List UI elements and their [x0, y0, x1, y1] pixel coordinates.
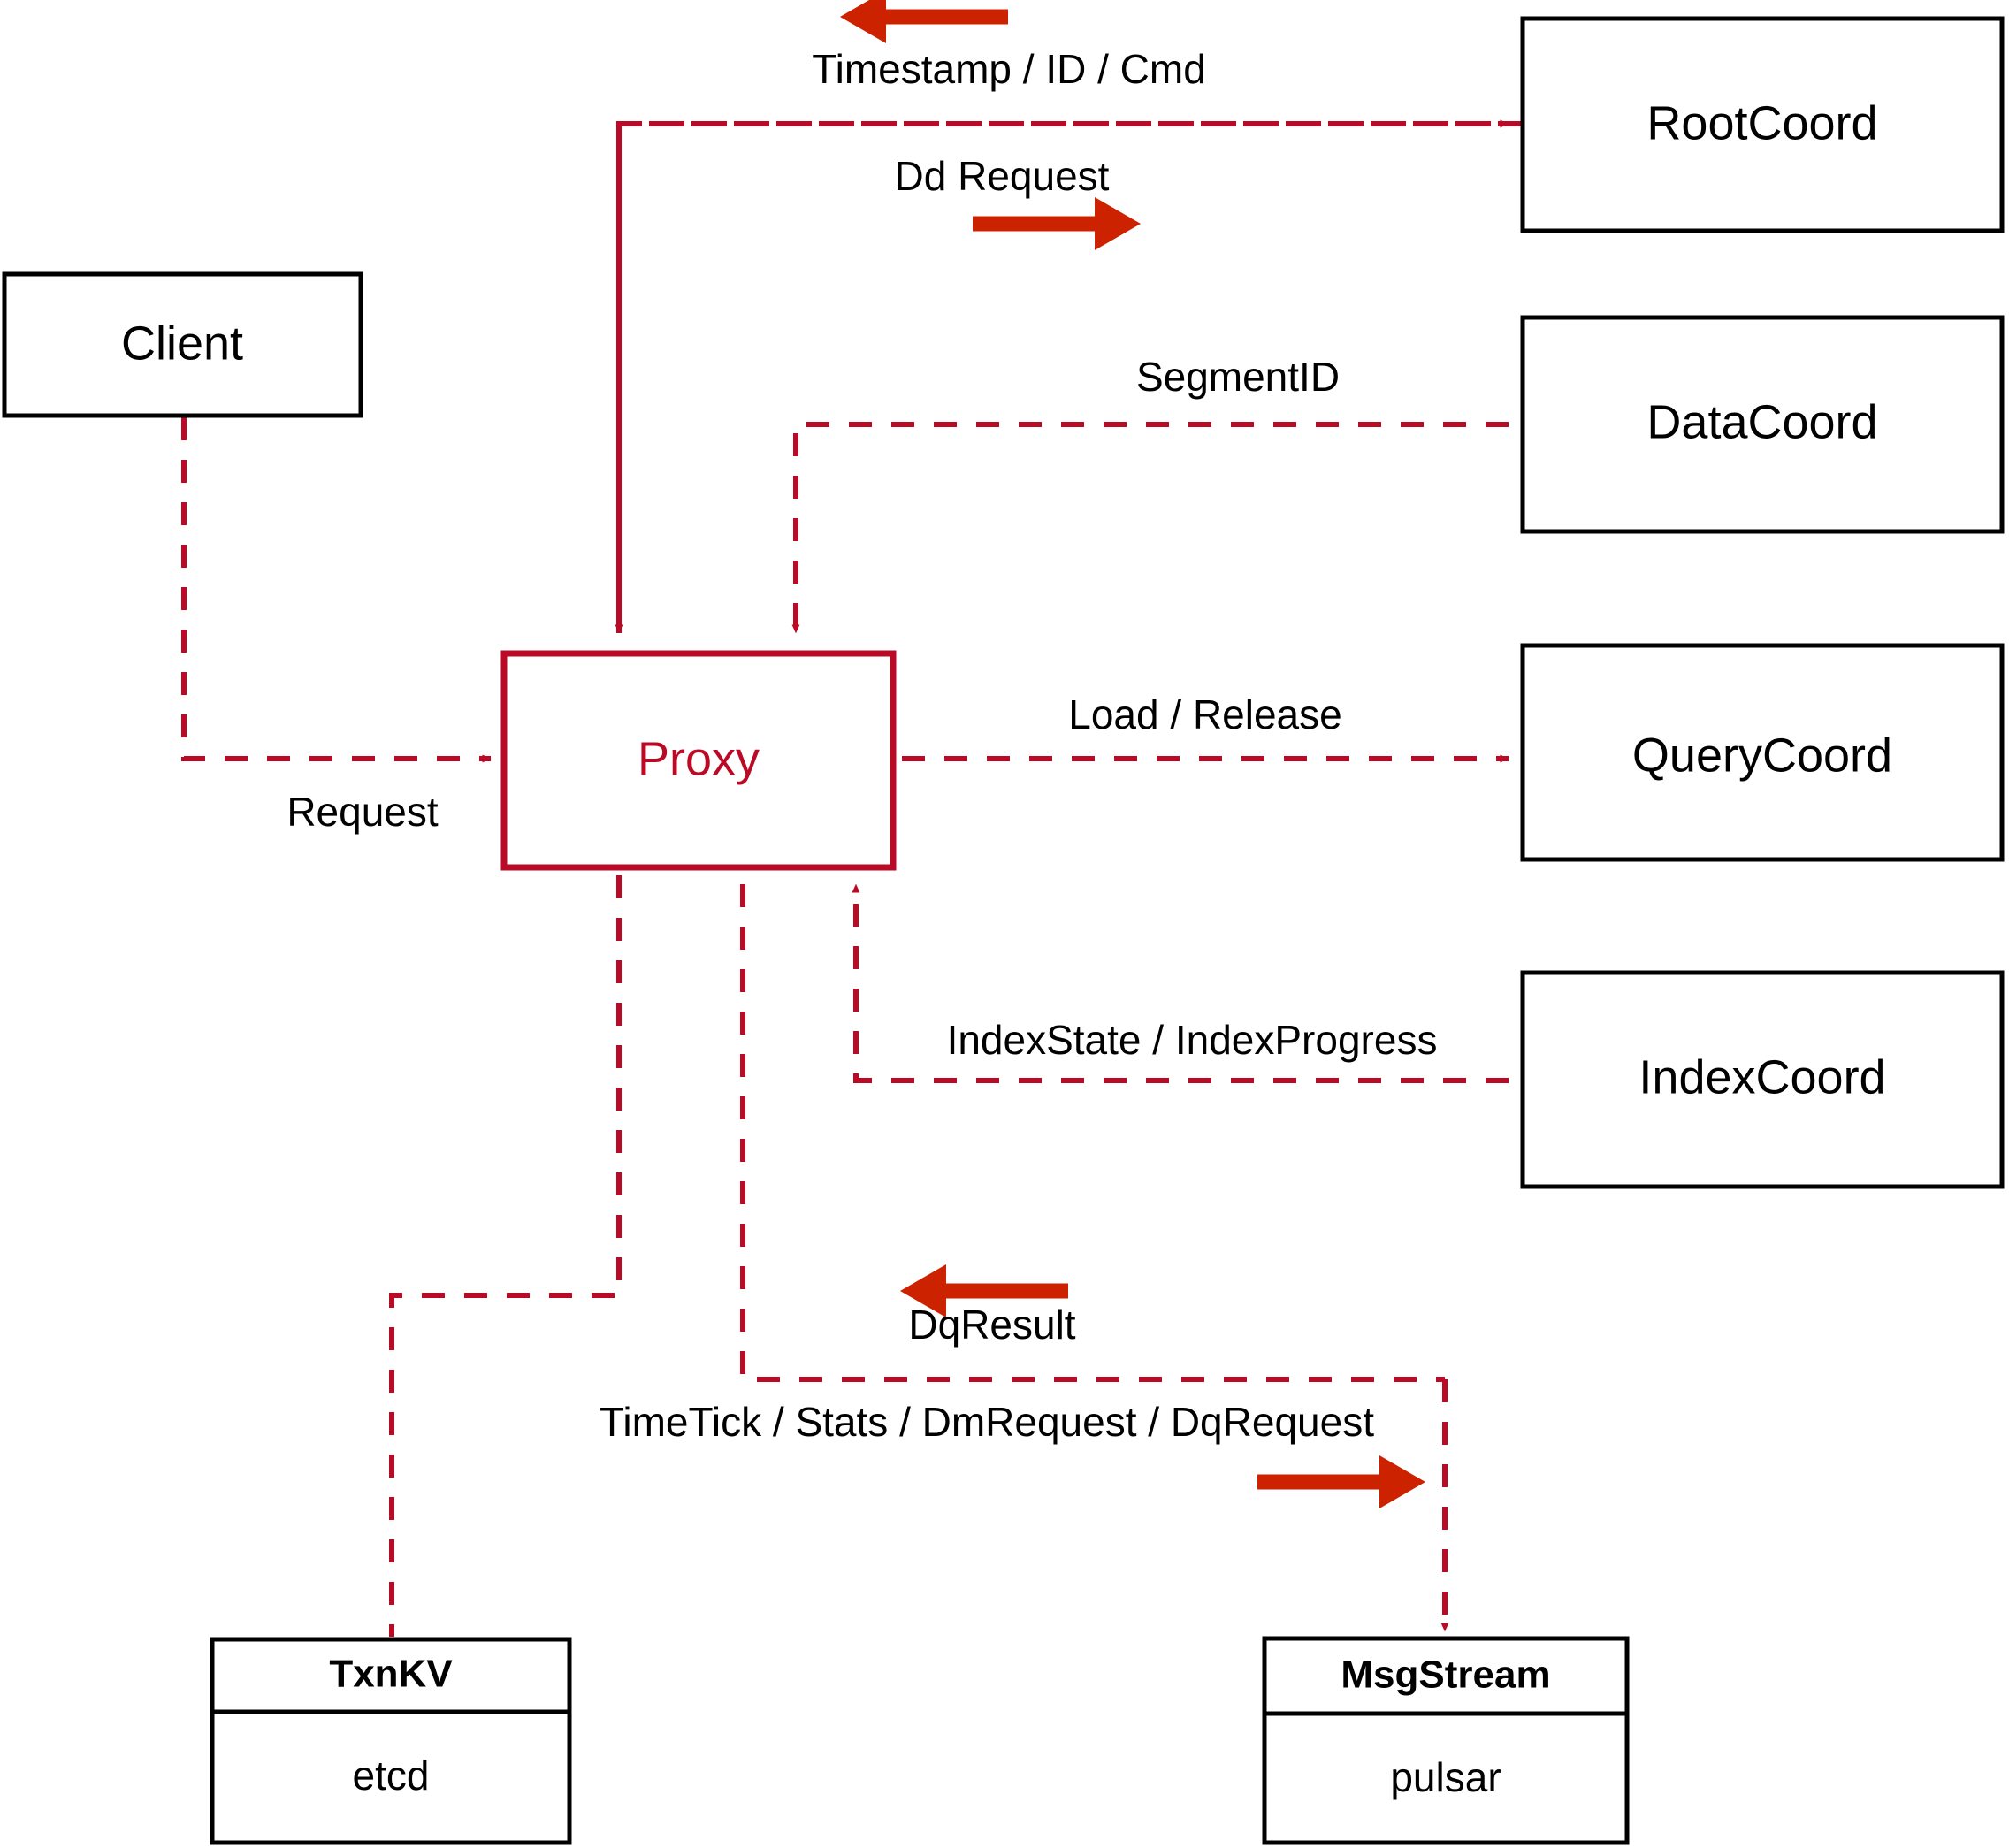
edge-index-state — [852, 883, 1509, 1083]
edge-label-dd-request: Dd Request — [895, 153, 1110, 199]
query-coord-box[interactable] — [1520, 643, 2005, 862]
edge-label-segment-id: SegmentID — [1136, 354, 1340, 400]
node-index-coord[interactable]: IndexCoord — [1520, 970, 2005, 1189]
edge-label-timestamp: Timestamp / ID / Cmd — [812, 46, 1206, 92]
edge-label-request: Request — [286, 789, 439, 835]
direction-arrow-dq-result — [900, 1264, 1068, 1317]
msgstream-box[interactable] — [1262, 1636, 1630, 1845]
index-coord-box[interactable] — [1520, 970, 2005, 1189]
client-label: Client — [121, 317, 243, 370]
edge-proxy-txnkv — [389, 875, 622, 1637]
edge-label-index-state: IndexState / IndexProgress — [947, 1017, 1438, 1063]
root-coord-label: RootCoord — [1646, 96, 1877, 149]
edge-label-timetick: TimeTick / Stats / DmRequest / DqRequest — [600, 1399, 1374, 1445]
proxy-label: Proxy — [638, 732, 760, 785]
direction-arrow-timestamp — [840, 0, 1008, 43]
direction-arrow-timetick — [1257, 1455, 1425, 1508]
root-coord-box[interactable] — [1520, 16, 2005, 233]
query-coord-label: QueryCoord — [1632, 729, 1892, 782]
node-client[interactable]: Client — [2, 271, 363, 418]
txnkv-body-label: etcd — [353, 1753, 430, 1798]
node-proxy[interactable]: Proxy — [500, 650, 897, 871]
node-data-coord[interactable]: DataCoord — [1520, 315, 2005, 534]
client-box[interactable] — [2, 271, 363, 418]
msgstream-body-label: pulsar — [1390, 1754, 1501, 1800]
proxy-box[interactable] — [500, 650, 897, 871]
txnkv-header-label: TxnKV — [329, 1653, 453, 1696]
index-coord-label: IndexCoord — [1639, 1050, 1885, 1103]
node-root-coord[interactable]: RootCoord — [1520, 16, 2005, 233]
msgstream-header-label: MsgStream — [1341, 1653, 1550, 1697]
data-coord-label: DataCoord — [1646, 395, 1877, 448]
direction-arrow-dd-request — [973, 197, 1141, 250]
node-msgstream[interactable]: MsgStream pulsar — [1262, 1636, 1630, 1845]
data-coord-box[interactable] — [1520, 315, 2005, 534]
edge-dd-request — [615, 119, 1521, 634]
node-query-coord[interactable]: QueryCoord — [1520, 643, 2005, 862]
edge-segment-id — [791, 422, 1509, 634]
edge-label-dq-result: DqResult — [908, 1302, 1075, 1348]
edge-label-load-release: Load / Release — [1068, 691, 1341, 737]
edge-msgstream — [740, 884, 1449, 1632]
txnkv-box[interactable] — [210, 1637, 572, 1845]
edge-request — [181, 417, 492, 763]
node-txnkv[interactable]: TxnKV etcd — [210, 1637, 572, 1845]
